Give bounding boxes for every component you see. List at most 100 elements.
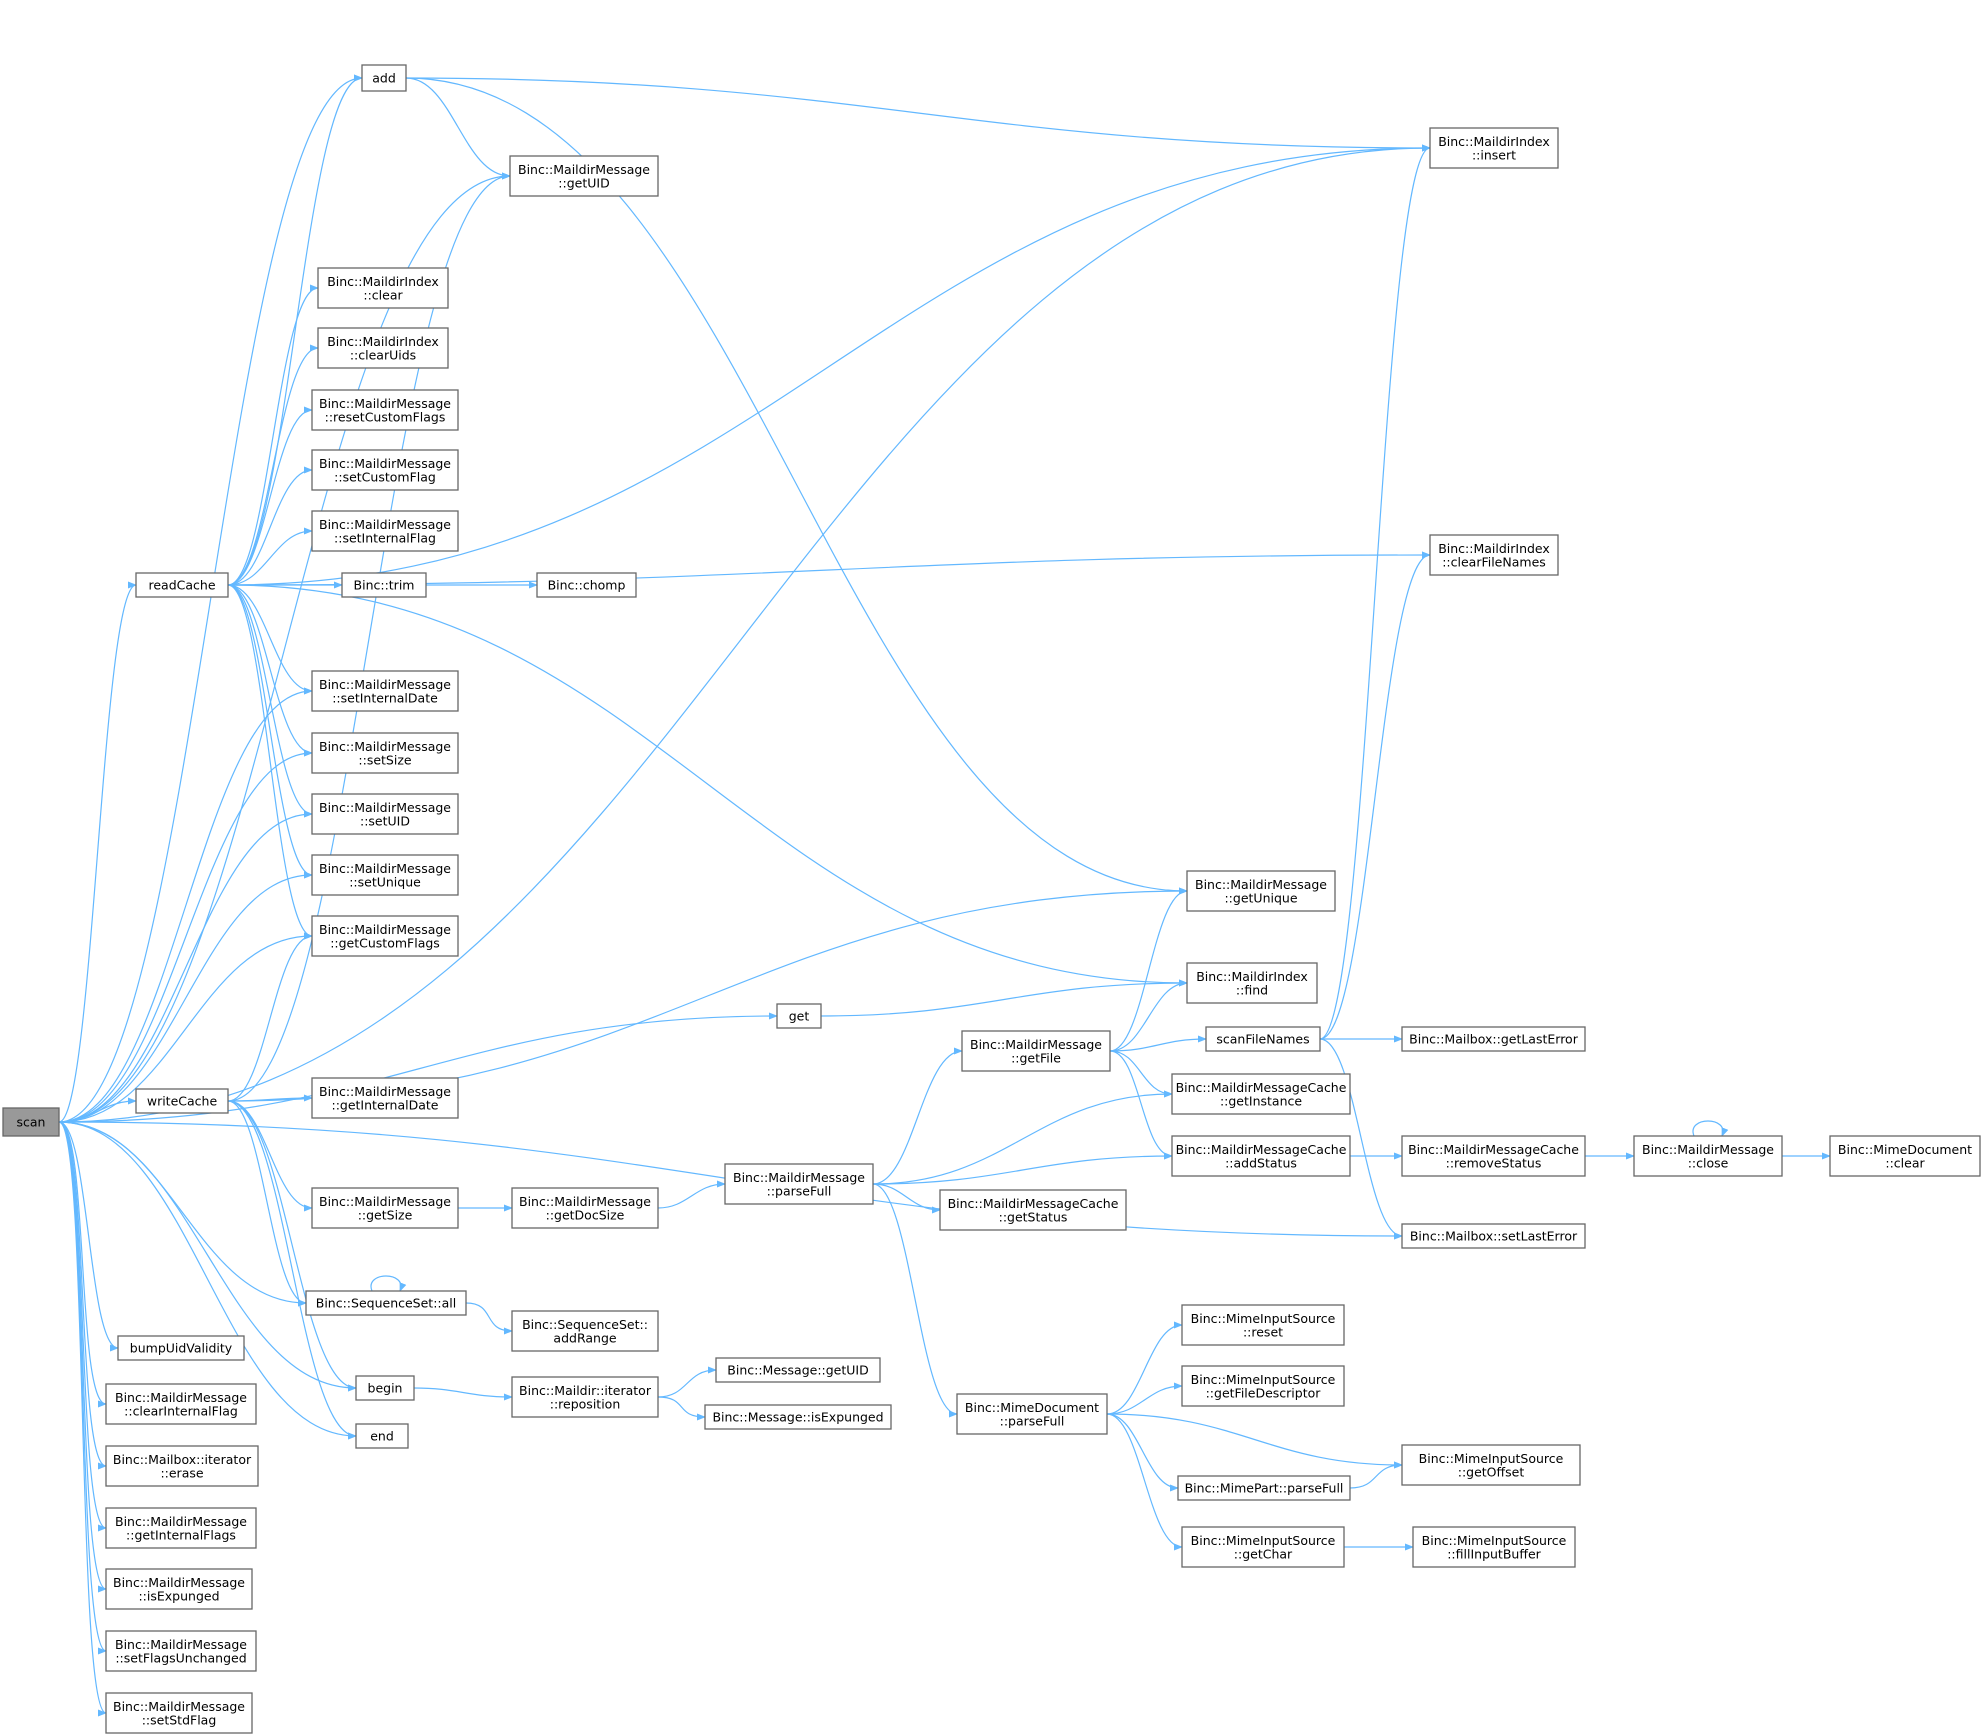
node-bumpUidValidity[interactable]: bumpUidValidity xyxy=(117,1335,245,1361)
node-box xyxy=(341,572,427,598)
node-trim[interactable]: Binc::trim xyxy=(341,572,427,598)
edge-mm_getFile-to-mmc_addStatus xyxy=(1109,1050,1173,1160)
node-label: ::getFile xyxy=(1011,1050,1061,1065)
node-box xyxy=(724,1163,874,1205)
edge-readCache-to-mm_setCustomFlag xyxy=(227,466,313,586)
node-box xyxy=(511,1310,659,1352)
node-mm_isExpunged[interactable]: Binc::MaildirMessage::isExpunged xyxy=(105,1568,253,1610)
node-writeCache[interactable]: writeCache xyxy=(135,1088,229,1114)
edge-mm_parseFull-to-md_parseFull xyxy=(872,1183,958,1418)
node-ss_all[interactable]: Binc::SequenceSet::all xyxy=(305,1290,467,1316)
edge-readCache-to-mi_clearFileNames xyxy=(227,551,1431,586)
node-mbi_erase[interactable]: Binc::Mailbox::iterator::erase xyxy=(105,1445,259,1487)
node-mi_insert[interactable]: Binc::MaildirIndex::insert xyxy=(1429,127,1559,169)
node-label: Binc::MaildirMessage xyxy=(113,1699,245,1714)
node-mi_clear[interactable]: Binc::MaildirIndex::clear xyxy=(317,267,449,309)
node-scan[interactable]: scan xyxy=(2,1107,60,1137)
node-box xyxy=(135,1088,229,1114)
edge-scan-to-mm_setUnique xyxy=(58,871,313,1123)
node-mm_setFlagsUnchanged[interactable]: Binc::MaildirMessage::setFlagsUnchanged xyxy=(105,1630,257,1672)
node-mi_find[interactable]: Binc::MaildirIndex::find xyxy=(1186,962,1318,1004)
node-mm_getInternalFlags[interactable]: Binc::MaildirMessage::getInternalFlags xyxy=(105,1507,257,1549)
node-mm_setSize[interactable]: Binc::MaildirMessage::setSize xyxy=(311,732,459,774)
edge-scan-to-bumpUidValidity xyxy=(58,1121,119,1352)
node-label: ::isExpunged xyxy=(138,1588,219,1603)
node-mm_setUnique[interactable]: Binc::MaildirMessage::setUnique xyxy=(311,854,459,896)
node-mm_setCustomFlag[interactable]: Binc::MaildirMessage::setCustomFlag xyxy=(311,449,459,491)
node-mm_getUnique[interactable]: Binc::MaildirMessage::getUnique xyxy=(1186,870,1336,912)
node-label: ::getStatus xyxy=(999,1209,1068,1224)
node-box xyxy=(305,1290,467,1316)
node-label: Binc::MaildirMessage xyxy=(319,396,451,411)
node-box xyxy=(1401,1444,1581,1486)
node-label: readCache xyxy=(148,578,215,593)
node-begin[interactable]: begin xyxy=(355,1375,415,1401)
node-md_parseFull[interactable]: Binc::MimeDocument::parseFull xyxy=(956,1393,1108,1435)
node-mmc_getInstance[interactable]: Binc::MaildirMessageCache::getInstance xyxy=(1171,1073,1351,1115)
node-msg_getUID[interactable]: Binc::Message::getUID xyxy=(715,1357,881,1383)
node-mmc_addStatus[interactable]: Binc::MaildirMessageCache::addStatus xyxy=(1171,1135,1351,1177)
node-end[interactable]: end xyxy=(355,1423,409,1449)
edge-scan-to-get xyxy=(58,1012,778,1123)
node-label: ::clearFileNames xyxy=(1442,554,1546,569)
node-mis_getFileDescriptor[interactable]: Binc::MimeInputSource::getFileDescriptor xyxy=(1181,1365,1345,1407)
node-mm_clearInternalFlag[interactable]: Binc::MaildirMessage::clearInternalFlag xyxy=(105,1383,257,1425)
edge-readCache-to-mi_insert xyxy=(227,144,1431,586)
node-mi_clearUids[interactable]: Binc::MaildirIndex::clearUids xyxy=(317,327,449,369)
node-label: Binc::MaildirIndex xyxy=(1438,134,1550,149)
node-mm_setInternalDate[interactable]: Binc::MaildirMessage::setInternalDate xyxy=(311,670,459,712)
node-add[interactable]: add xyxy=(361,64,407,92)
node-mb_setLastError[interactable]: Binc::Mailbox::setLastError xyxy=(1401,1223,1586,1249)
node-box xyxy=(317,327,449,369)
node-mm_setUID[interactable]: Binc::MaildirMessage::setUID xyxy=(311,793,459,835)
node-box xyxy=(311,1187,459,1229)
node-get[interactable]: get xyxy=(776,1003,822,1029)
node-label: ::resetCustomFlags xyxy=(325,409,446,424)
node-chomp[interactable]: Binc::chomp xyxy=(536,572,637,598)
edge-readCache-to-mm_getCustomFlags xyxy=(227,584,313,940)
node-mdi_reposition[interactable]: Binc::Maildir::iterator::reposition xyxy=(511,1376,659,1418)
node-box xyxy=(1186,870,1336,912)
node-mb_getLastError[interactable]: Binc::Mailbox::getLastError xyxy=(1401,1026,1586,1052)
node-mmc_getStatus[interactable]: Binc::MaildirMessageCache::getStatus xyxy=(939,1189,1127,1231)
node-msg_isExpunged[interactable]: Binc::Message::isExpunged xyxy=(704,1404,892,1430)
node-md_clear[interactable]: Binc::MimeDocument::clear xyxy=(1829,1135,1981,1177)
node-box xyxy=(355,1423,409,1449)
node-mm_getSize[interactable]: Binc::MaildirMessage::getSize xyxy=(311,1187,459,1229)
node-mm_getCustomFlags[interactable]: Binc::MaildirMessage::getCustomFlags xyxy=(311,915,459,957)
node-mmc_removeStatus[interactable]: Binc::MaildirMessageCache::removeStatus xyxy=(1401,1135,1586,1177)
node-mis_reset[interactable]: Binc::MimeInputSource::reset xyxy=(1181,1304,1345,1346)
node-mm_close[interactable]: Binc::MaildirMessage::close xyxy=(1633,1135,1783,1177)
node-mis_getChar[interactable]: Binc::MimeInputSource::getChar xyxy=(1181,1526,1345,1568)
node-readCache[interactable]: readCache xyxy=(135,572,229,598)
node-box xyxy=(311,510,459,552)
node-mm_getInternalDate[interactable]: Binc::MaildirMessage::getInternalDate xyxy=(311,1077,459,1119)
node-ss_addRange[interactable]: Binc::SequenceSet::addRange xyxy=(511,1310,659,1352)
edge-scan-to-readCache xyxy=(58,581,137,1123)
node-mi_clearFileNames[interactable]: Binc::MaildirIndex::clearFileNames xyxy=(1429,534,1559,576)
node-mm_getUID[interactable]: Binc::MaildirMessage::getUID xyxy=(509,155,659,197)
node-scanFileNames[interactable]: scanFileNames xyxy=(1205,1026,1321,1052)
node-mm_parseFull[interactable]: Binc::MaildirMessage::parseFull xyxy=(724,1163,874,1205)
node-mm_getFile[interactable]: Binc::MaildirMessage::getFile xyxy=(961,1030,1111,1072)
node-label: ::setCustomFlag xyxy=(334,469,436,484)
node-label: ::setUnique xyxy=(349,874,421,889)
node-mm_getDocSize[interactable]: Binc::MaildirMessage::getDocSize xyxy=(511,1187,659,1229)
node-box xyxy=(509,155,659,197)
node-mis_getOffset[interactable]: Binc::MimeInputSource::getOffset xyxy=(1401,1444,1581,1486)
edge-scan-to-mbi_erase xyxy=(58,1121,107,1470)
node-mm_setStdFlag[interactable]: Binc::MaildirMessage::setStdFlag xyxy=(105,1692,253,1734)
edge-mm_getFile-to-mm_getUnique xyxy=(1109,887,1188,1052)
node-label: ::setStdFlag xyxy=(142,1712,217,1727)
node-mm_setInternalFlag[interactable]: Binc::MaildirMessage::setInternalFlag xyxy=(311,510,459,552)
node-mp_parseFull[interactable]: Binc::MimePart::parseFull xyxy=(1177,1475,1351,1501)
edge-writeCache-to-end xyxy=(227,1100,357,1440)
node-box xyxy=(1429,127,1559,169)
node-box xyxy=(2,1107,60,1137)
node-mm_resetCustomFlags[interactable]: Binc::MaildirMessage::resetCustomFlags xyxy=(311,389,459,431)
node-label: Binc::chomp xyxy=(548,578,626,593)
edge-scanFileNames-to-mb_setLastError xyxy=(1319,1038,1403,1240)
node-label: ::getSize xyxy=(358,1207,413,1222)
edge-writeCache-to-begin xyxy=(227,1100,357,1392)
node-mis_fillInputBuffer[interactable]: Binc::MimeInputSource::fillInputBuffer xyxy=(1412,1526,1576,1568)
